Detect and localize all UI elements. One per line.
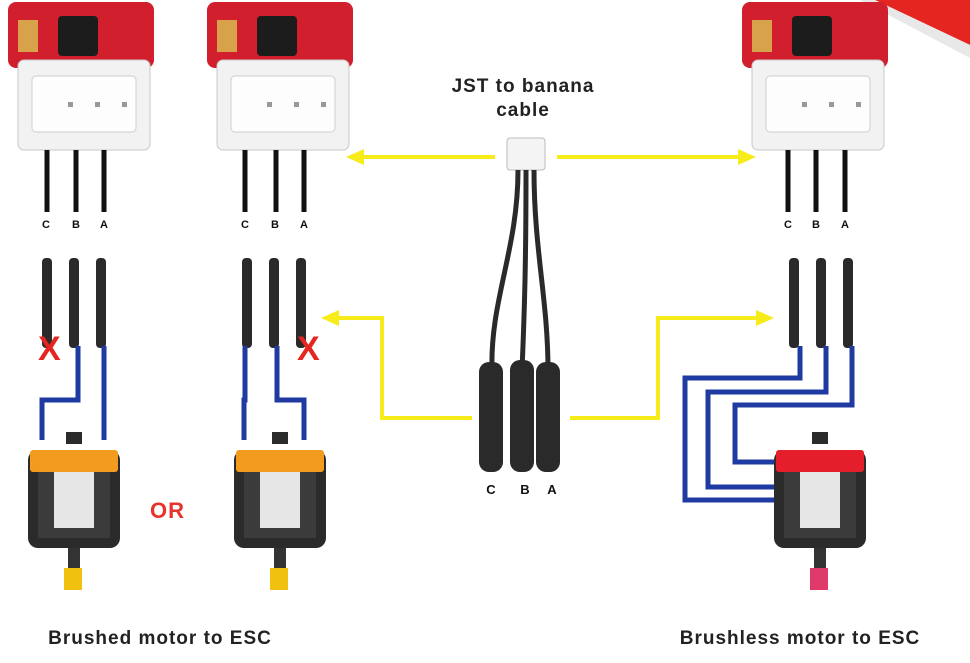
esc2-pin-c: C: [241, 219, 249, 231]
esc2-pin-a: A: [300, 219, 308, 231]
esc3-pin-a: A: [841, 219, 849, 231]
esc3-pin-b: B: [812, 219, 820, 231]
x-mark-middle: X: [297, 330, 320, 368]
esc1-pin-b: B: [72, 219, 80, 231]
cable-label-line1: JST to banana: [451, 76, 595, 97]
x-mark-left: X: [38, 330, 61, 368]
caption-brushless: Brushless motor to ESC: [679, 628, 921, 649]
cable-label-line2: cable: [496, 100, 550, 121]
diagram-drawing: [7, 0, 970, 590]
or-label: OR: [150, 498, 185, 523]
caption-brushed: Brushed motor to ESC: [48, 628, 272, 649]
esc1-pin-a: A: [100, 219, 108, 231]
cable-pin-a: A: [547, 482, 557, 497]
esc3-pin-c: C: [784, 219, 792, 231]
cable-pin-c: C: [486, 482, 496, 497]
esc2-pin-b: B: [271, 219, 279, 231]
esc1-pin-c: C: [42, 219, 50, 231]
cable-pin-b: B: [520, 482, 530, 497]
